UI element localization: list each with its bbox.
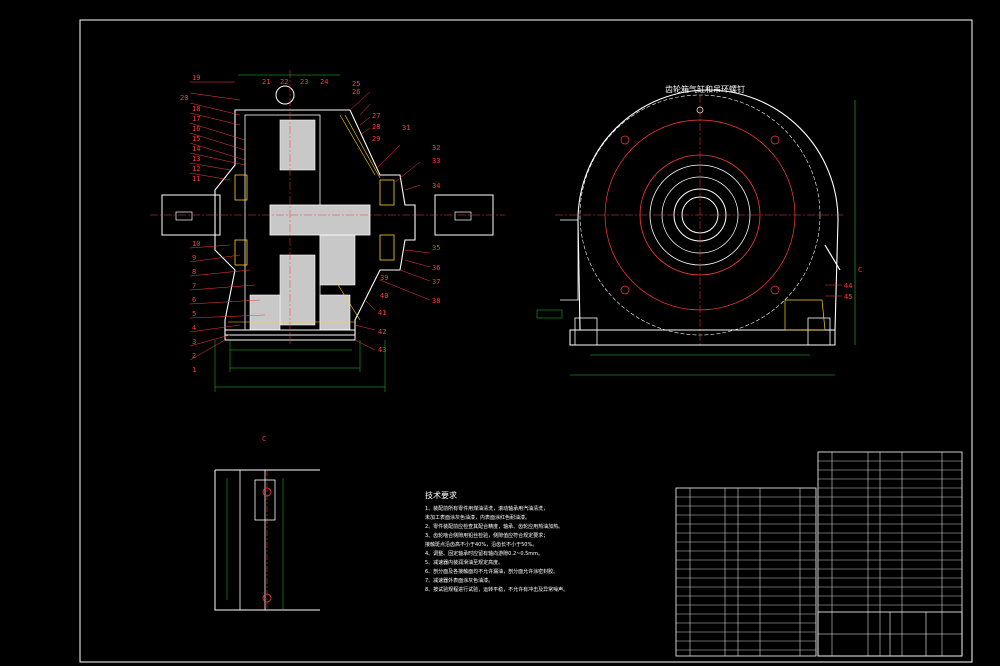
callout-13: 13 [192,155,200,163]
callout-19: 19 [192,74,200,82]
tech-line-6: 4、调整、固定轴承时应留有轴向游隙0.2~0.5mm。 [425,550,543,557]
callout-24: 24 [320,78,328,86]
callout-40: 40 [380,292,388,300]
callout-20: 20 [180,94,188,102]
callout-17: 17 [192,115,200,123]
callout-25: 25 [352,80,360,88]
dipstick [824,244,841,271]
tech-line-4: 3、齿轮啮合侧隙用铅丝检验，侧隙值应符合规定要求； [425,532,548,539]
sheet-border [79,19,973,663]
callout-15: 15 [192,135,200,143]
callout-4: 4 [192,324,196,332]
lifting-eye [275,85,295,105]
callout-9: 9 [192,254,196,262]
callout-labels: 19 20 18 17 16 15 14 13 12 11 10 9 8 7 6… [180,74,440,374]
side-view: 齿轮箱气缸和吊环螺钉 44 45 C [536,84,862,376]
callout-31: 31 [402,124,410,132]
callout-7: 7 [192,282,196,290]
callout-14: 14 [192,145,200,153]
side-base [569,329,836,346]
callout-26: 26 [352,88,360,96]
detail-marker-c: C [858,266,862,274]
tech-line-9: 7、减速器外表面涂灰色油漆。 [425,577,493,584]
bearing-left [234,174,248,201]
callout-3: 3 [192,338,196,346]
callout-32: 32 [432,144,440,152]
callout-12: 12 [192,165,200,173]
tech-line-8: 6、剖分面及各接触面均不允许漏油，剖分面允许涂密封胶。 [425,568,558,575]
callout-41: 41 [378,309,386,317]
callout-23: 23 [300,78,308,86]
callout-35: 35 [432,244,440,252]
callout-6: 6 [192,296,196,304]
callout-leaders [189,81,431,361]
section-view [150,70,505,392]
callout-44: 44 [844,282,852,290]
parts-list [675,451,963,657]
callout-43: 43 [378,346,386,354]
callout-28: 28 [372,123,380,131]
detail-title: C [262,435,266,443]
callout-38: 38 [432,297,440,305]
tech-line-1: 1、装配前所有零件用煤油清洗，滚动轴承用汽油清洗， [425,505,548,512]
callout-39: 39 [380,274,388,282]
tech-heading: 技术要求 [425,490,457,500]
callout-36: 36 [432,264,440,272]
callout-37: 37 [432,278,440,286]
callout-16: 16 [192,125,200,133]
main-shaft [269,204,371,236]
upper-gear [279,119,316,171]
callout-27: 27 [372,112,380,120]
oil-level-zone [784,299,826,331]
callout-34: 34 [432,182,440,190]
callout-18: 18 [192,105,200,113]
bearing-right [379,179,395,206]
tech-line-5: 接触斑点沿齿高不小于40%，沿齿长不小于50%。 [425,541,537,548]
callout-8: 8 [192,268,196,276]
tech-line-7: 5、减速器内装润滑油至规定高度。 [425,559,503,566]
callout-2: 2 [192,352,196,360]
tech-requirements: 技术要求 1、装配前所有零件用煤油清洗，滚动轴承用汽油清洗， 未加工表面涂灰色油… [425,490,568,593]
callout-21: 21 [262,78,270,86]
callout-10: 10 [192,240,200,248]
callout-33: 33 [432,157,440,165]
callout-5: 5 [192,310,196,318]
tech-line-2: 未加工表面涂灰色油漆，内表面涂红色耐油漆。 [425,514,530,521]
callout-11: 11 [192,175,200,183]
side-view-title: 齿轮箱气缸和吊环螺钉 [665,84,745,94]
callout-1: 1 [192,366,196,374]
detail-view-c: C [214,435,320,612]
callout-22: 22 [280,78,288,86]
housing-outline [577,89,839,331]
callout-42: 42 [378,328,386,336]
callout-45: 45 [844,293,852,301]
tech-line-10: 8、按试验规程进行试验，运转平稳，不允许有冲击及异常噪声。 [425,586,568,593]
callout-29: 29 [372,135,380,143]
lower-gear [279,254,316,326]
tech-line-3: 2、零件装配前应检查其配合精度，轴承、齿轮应用热油加热。 [425,523,563,530]
